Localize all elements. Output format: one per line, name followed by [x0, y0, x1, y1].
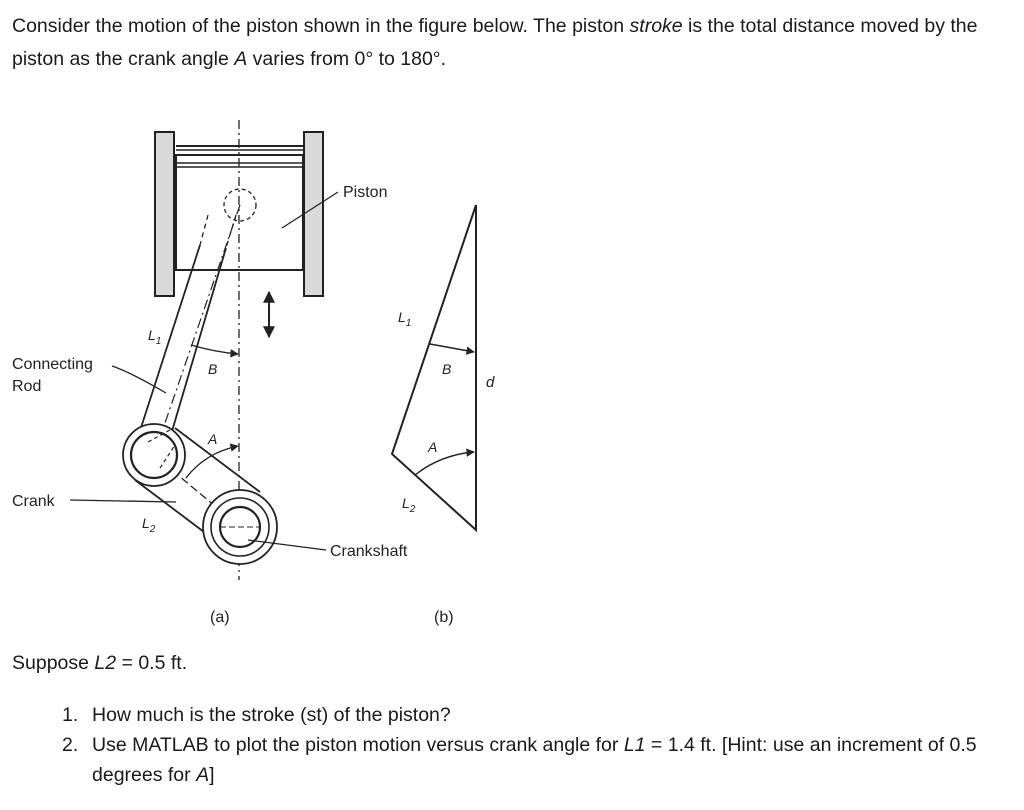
- question-text: How much is the stroke (st) of the pisto…: [92, 704, 451, 726]
- wrist-pin: [223, 188, 257, 222]
- piston-leader: [281, 191, 339, 229]
- connecting-rod-label-line2: Rod: [12, 378, 41, 395]
- piston-label: Piston: [343, 184, 387, 201]
- angle-a-arc: [185, 443, 239, 479]
- cylinder-wall-right: [303, 131, 324, 297]
- question-text: Use MATLAB to plot the piston motion ver…: [92, 734, 624, 756]
- question-list: 1. How much is the stroke (st) of the pi…: [62, 700, 1012, 790]
- crankshaft-leader: [247, 539, 327, 551]
- intro-emphasis-angle: A: [234, 48, 248, 70]
- question-number: 1.: [62, 704, 79, 726]
- caption-a: (a): [210, 609, 230, 626]
- question-variable: A: [196, 764, 210, 786]
- question-text: = 1.4 ft. [Hint: use an increment of 0.5…: [92, 734, 977, 786]
- angle-a-label-a: A: [207, 431, 217, 447]
- suppose-text: Suppose: [12, 652, 95, 674]
- angle-b-arc-b: [429, 343, 475, 355]
- l2-label-a: L2: [142, 515, 156, 535]
- crankshaft-label: Crankshaft: [330, 543, 408, 560]
- piston-figure: Piston Connecting Rod Crank Crankshaft L…: [12, 120, 495, 626]
- suppose-variable: L2: [94, 652, 117, 674]
- angle-b-label-b: B: [442, 361, 451, 377]
- caption-b: (b): [434, 609, 454, 626]
- intro-text-1: Consider the motion of the piston shown …: [12, 15, 630, 37]
- l1-label-a: L1: [148, 327, 161, 347]
- angle-b-arc: [190, 344, 239, 358]
- intro-text-3: varies from 0° to 180°.: [247, 48, 447, 70]
- connecting-rod: [136, 204, 241, 456]
- question-number: 2.: [62, 734, 79, 756]
- problem-statement: Consider the motion of the piston shown …: [12, 10, 1012, 76]
- suppose-value: = 0.5 ft.: [116, 652, 188, 674]
- diagram-b: L1 L2 B A d (b): [390, 204, 495, 626]
- crank-label: Crank: [12, 493, 56, 510]
- diagram-a: Piston Connecting Rod Crank Crankshaft L…: [12, 120, 408, 626]
- question-item: 1. How much is the stroke (st) of the pi…: [62, 700, 1012, 730]
- crank-leader: [69, 499, 177, 503]
- crankshaft: [202, 489, 278, 565]
- question-item: 2. Use MATLAB to plot the piston motion …: [62, 730, 1012, 790]
- d-label: d: [486, 374, 495, 391]
- cylinder-wall-left: [154, 131, 175, 297]
- angle-a-label-b: A: [427, 439, 437, 455]
- angle-a-arc-b: [414, 448, 475, 476]
- connecting-rod-label-line1: Connecting: [12, 356, 93, 373]
- angle-b-label-a: B: [208, 361, 217, 377]
- triangle: [390, 204, 477, 533]
- l2-label-b: L2: [402, 495, 416, 515]
- question-variable: L1: [623, 734, 646, 756]
- crank-pin: [122, 423, 186, 487]
- connecting-rod-leader: [111, 365, 167, 394]
- intro-emphasis-stroke: stroke: [629, 15, 683, 37]
- l1-label-b: L1: [398, 309, 411, 329]
- intro-text-2: is the total distance moved by the pisto…: [12, 15, 978, 70]
- given-statement: Suppose L2 = 0.5 ft.: [12, 652, 187, 675]
- question-text: ]: [209, 764, 215, 786]
